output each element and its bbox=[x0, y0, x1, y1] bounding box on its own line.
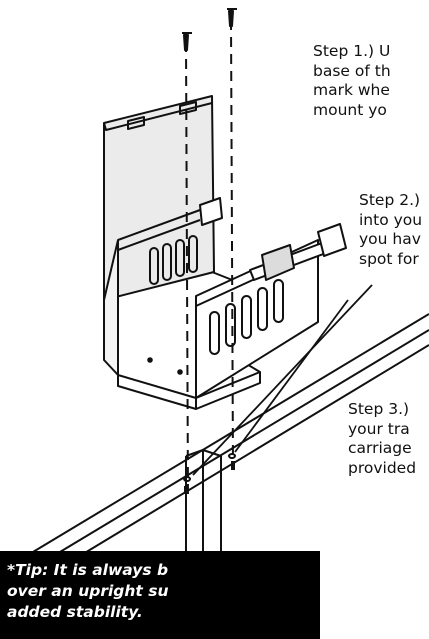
step-3-line-4: provided bbox=[348, 458, 417, 477]
step-1-line-4: mount yo bbox=[313, 100, 387, 119]
tip-box bbox=[0, 551, 320, 639]
step-1-text: Step 1.) U base of th mark whe mount yo bbox=[313, 42, 391, 120]
step-3-line-2: your tra bbox=[348, 419, 410, 438]
step-2-line-1: Step 2.) bbox=[359, 191, 421, 209]
step-3-text: Step 3.) your tra carriage provided bbox=[348, 400, 416, 478]
step-3-line-1: Step 3.) bbox=[348, 400, 410, 418]
bracket-icon bbox=[103, 95, 347, 410]
tip-line-1: *Tip: It is always b bbox=[7, 561, 169, 579]
step-1-line-2: base of th bbox=[313, 61, 391, 80]
step-1-line-3: mark whe bbox=[313, 81, 390, 99]
step-2-line-2: into you bbox=[359, 210, 423, 229]
step-1-line-1: Step 1.) U bbox=[313, 42, 391, 60]
tip-line-2: over an upright su bbox=[7, 582, 169, 600]
screw-icon bbox=[182, 32, 192, 51]
step-2-line-4: spot for bbox=[359, 249, 419, 268]
step-2-line-3: you hav bbox=[359, 230, 421, 248]
tip-line-3: added stability. bbox=[7, 603, 143, 621]
screw-icon bbox=[227, 8, 237, 27]
step-2-text: Step 2.) into you you hav spot for bbox=[359, 191, 422, 269]
tip-text: *Tip: It is always b over an upright su … bbox=[7, 560, 168, 623]
step-3-line-3: carriage bbox=[348, 439, 412, 457]
